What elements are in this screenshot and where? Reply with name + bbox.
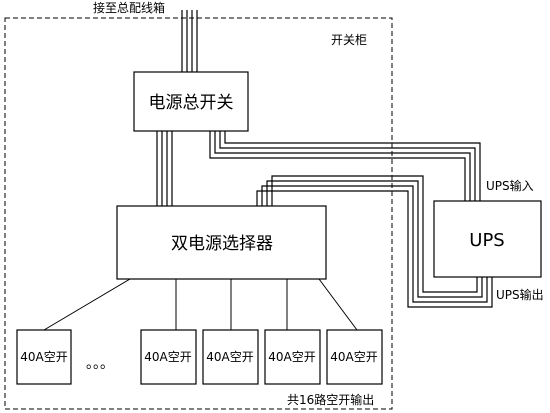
ups-input-label: UPS输入 xyxy=(486,178,534,193)
breaker-2: 40A空开 xyxy=(140,329,197,385)
breaker-4: 40A空开 xyxy=(264,329,321,385)
main-switch-box xyxy=(133,71,249,132)
breaker-1: 40A空开 xyxy=(16,329,72,385)
breaker-5-label: 40A空开 xyxy=(330,350,377,364)
dual-power-selector-label: 双电源选择器 xyxy=(171,234,273,254)
ups-label: UPS xyxy=(469,230,504,251)
cabinet-label: 开关柜 xyxy=(331,33,367,47)
breaker-feed-lines xyxy=(43,278,358,331)
dual-power-selector-box xyxy=(116,205,327,280)
breaker-3-label: 40A空开 xyxy=(206,350,253,364)
switch-cabinet-boundary xyxy=(4,17,393,410)
breaker-4-label: 40A空开 xyxy=(268,350,315,364)
ups-input-lines xyxy=(209,131,481,201)
top-feed-label: 接至总配线箱 xyxy=(93,0,165,15)
ups-output-label: UPS输出 xyxy=(496,287,544,302)
breaker-2-label: 40A空开 xyxy=(144,350,191,364)
main-switch-label: 电源总开关 xyxy=(149,93,234,113)
ellipsis-label: 。。。 xyxy=(86,356,114,372)
breaker-3: 40A空开 xyxy=(202,329,259,385)
outputs-note-label: 共16路空开输出 xyxy=(287,392,374,407)
breaker-1-label: 40A空开 xyxy=(20,350,67,364)
main-to-ats-lines xyxy=(156,131,173,206)
ups-output-lines xyxy=(256,175,493,308)
breaker-5: 40A空开 xyxy=(326,329,383,385)
ups-box xyxy=(433,200,542,278)
top-feed-lines xyxy=(181,10,198,72)
